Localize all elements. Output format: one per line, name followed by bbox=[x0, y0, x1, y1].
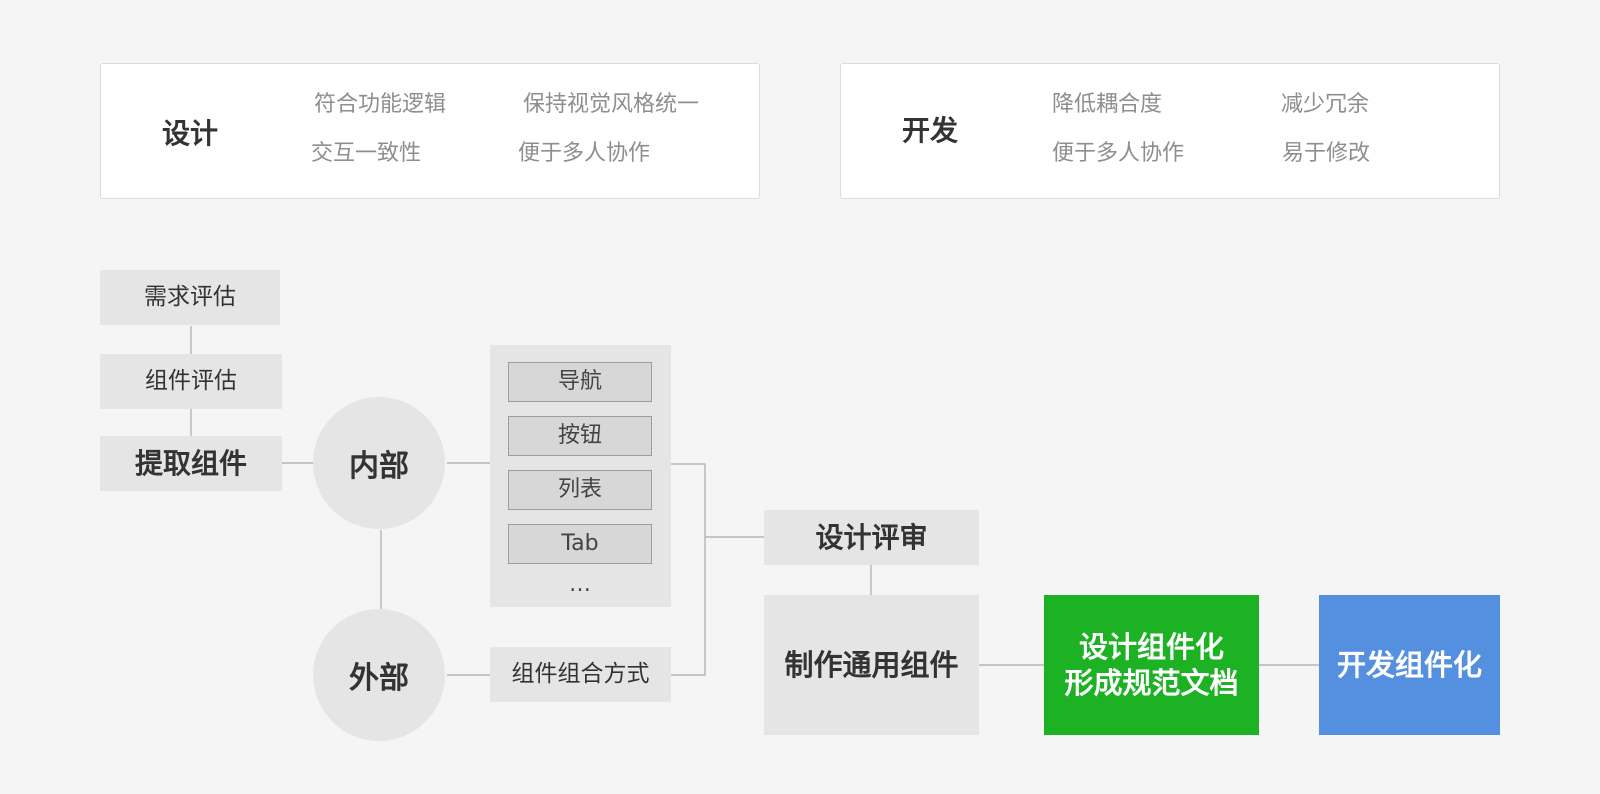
component-item-tab: Tab bbox=[508, 524, 652, 564]
component-eval-box: 组件评估 bbox=[100, 354, 282, 409]
internal-circle: 内部 bbox=[313, 397, 445, 529]
component-item-nav: 导航 bbox=[508, 362, 652, 402]
design-goal-item: 交互一致性 bbox=[311, 141, 422, 166]
dev-goals-card: 开发 降低耦合度 减少冗余 便于多人协作 易于修改 bbox=[840, 63, 1500, 199]
combination-box: 组件组合方式 bbox=[490, 647, 671, 702]
extract-components-box: 提取组件 bbox=[100, 436, 282, 491]
external-circle: 外部 bbox=[313, 609, 445, 741]
design-goal-item: 保持视觉风格统一 bbox=[523, 92, 700, 117]
dev-goal-item: 减少冗余 bbox=[1281, 92, 1370, 117]
line-bracket bbox=[671, 463, 706, 676]
design-componentize-box: 设计组件化 形成规范文档 bbox=[1044, 595, 1259, 735]
design-goal-item: 符合功能逻辑 bbox=[314, 92, 447, 117]
component-item-button: 按钮 bbox=[508, 416, 652, 456]
dev-card-title: 开发 bbox=[902, 114, 959, 147]
component-item-list: 列表 bbox=[508, 470, 652, 510]
design-componentize-line1: 设计组件化 bbox=[1078, 629, 1224, 664]
design-goals-card: 设计 符合功能逻辑 保持视觉风格统一 交互一致性 便于多人协作 bbox=[100, 63, 760, 199]
more-ellipsis: … bbox=[569, 572, 591, 598]
dev-goal-item: 降低耦合度 bbox=[1052, 92, 1163, 117]
design-card-title: 设计 bbox=[162, 117, 219, 150]
dev-goal-item: 易于修改 bbox=[1282, 141, 1371, 166]
design-goal-item: 便于多人协作 bbox=[518, 141, 651, 166]
make-common-components-box: 制作通用组件 bbox=[764, 595, 979, 735]
demand-eval-box: 需求评估 bbox=[100, 270, 280, 325]
design-review-box: 设计评审 bbox=[764, 510, 979, 565]
design-componentize-line2: 形成规范文档 bbox=[1064, 666, 1239, 700]
dev-goal-item: 便于多人协作 bbox=[1052, 141, 1185, 166]
dev-componentize-box: 开发组件化 bbox=[1319, 595, 1500, 735]
